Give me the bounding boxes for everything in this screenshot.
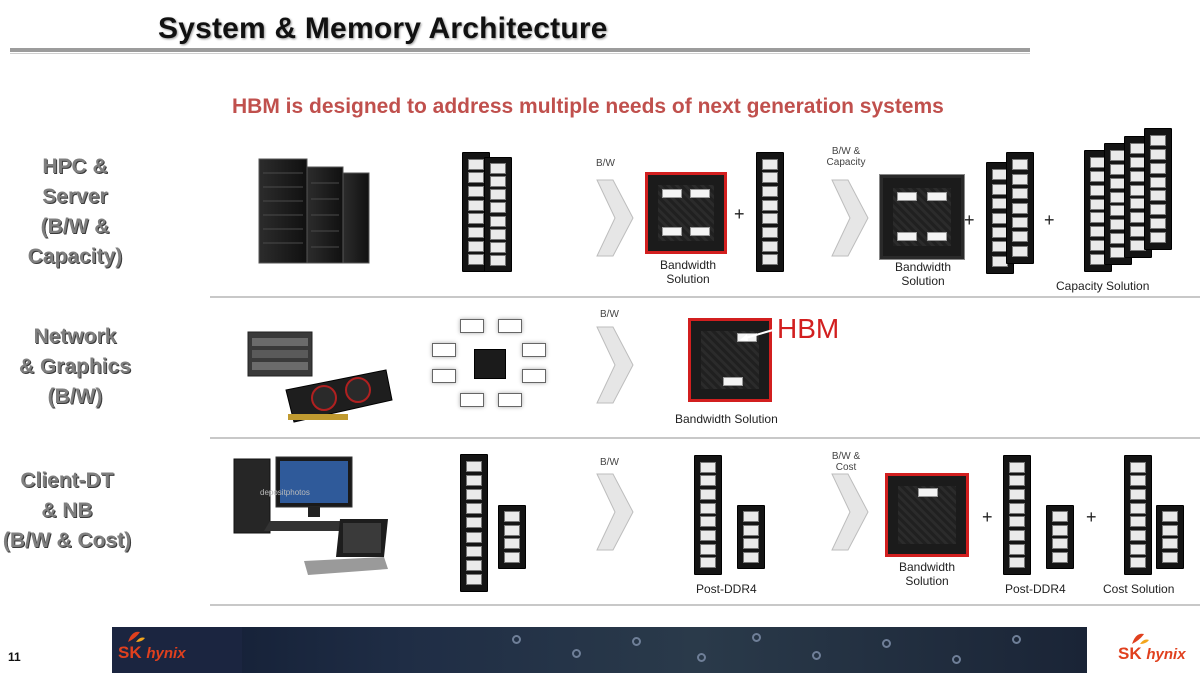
row-label-hpc: HPC & Server (B/W & Capacity): [0, 152, 150, 272]
arrow-label: B/W: [600, 309, 619, 320]
chip-with-memories-diagram: [428, 315, 552, 411]
logo-sk: SK: [1118, 644, 1142, 663]
capacity-solution-caption: Capacity Solution: [1056, 279, 1150, 293]
row-divider: [210, 604, 1200, 606]
caption-line: Solution: [666, 272, 710, 286]
chip-caption: Bandwidth Solution: [887, 560, 967, 588]
dimm-module: [986, 162, 1014, 274]
row-label-line: HPC &: [42, 155, 108, 178]
row-label-client: Client-DT & NB (B/W & Cost): [0, 466, 142, 556]
dimm-module: [1124, 455, 1152, 575]
dimm-module: [484, 157, 512, 272]
row-divider: [210, 296, 1200, 298]
chevron-right-icon: [831, 473, 869, 551]
caption-line: Solution: [901, 274, 945, 288]
dimm-module: [460, 454, 488, 592]
arrow-label-line: Capacity: [826, 157, 866, 168]
caption-line: Bandwidth: [894, 260, 952, 274]
post-ddr4-caption: Post-DDR4: [1005, 582, 1066, 596]
arrow-label-line: Cost: [835, 462, 857, 473]
arrow-label: B/W: [596, 158, 615, 169]
caption-line: Bandwidth: [898, 560, 956, 574]
desktop-laptop-image: depositphotos: [233, 456, 388, 575]
row-label-network: Network & Graphics (B/W): [0, 322, 150, 412]
plus-sign: +: [1044, 210, 1055, 230]
row-label-line: Network: [33, 325, 117, 348]
chip-caption: Bandwidth Solution: [883, 260, 963, 288]
sk-butterfly-icon: [128, 631, 145, 642]
row-label-line: Server: [42, 185, 108, 208]
server-rack-image: [258, 158, 370, 264]
arrow-label-line: B/W &: [831, 146, 861, 157]
plus-sign: +: [982, 507, 993, 527]
logo-hynix: hynix: [146, 645, 186, 662]
row-label-line: Capacity): [27, 245, 123, 268]
title-underline: [10, 48, 1030, 52]
plus-sign: +: [964, 210, 975, 230]
footer-banner: SK hynix: [112, 627, 1087, 673]
arrow-label: B/W: [600, 457, 619, 468]
row-divider: [210, 437, 1200, 439]
logo-hynix: hynix: [1146, 646, 1186, 663]
dimm-module: [1003, 455, 1031, 575]
chevron-right-icon: [596, 179, 634, 257]
dimm-module: [737, 505, 765, 569]
network-graphics-image: [247, 331, 393, 423]
cost-solution-caption: Cost Solution: [1103, 582, 1175, 596]
logo-sk: SK: [118, 643, 142, 662]
dimm-module: [1046, 505, 1074, 569]
watermark-text: depositphotos: [260, 488, 310, 497]
hbm-callout-label: HBM: [777, 313, 840, 344]
caption-line: Bandwidth: [659, 258, 717, 272]
chip-caption: Bandwidth Solution: [648, 258, 728, 286]
dimm-module: [1006, 152, 1034, 264]
dimm-module: [1156, 505, 1184, 569]
slide-title: System & Memory Architecture: [158, 12, 608, 45]
callout-arrow-icon: [740, 327, 781, 341]
row-label-line: (B/W & Cost): [2, 529, 132, 552]
arrow-label: B/W & Cost: [826, 451, 866, 473]
sk-butterfly-icon: [1132, 633, 1149, 644]
row-label-line: & Graphics: [18, 355, 132, 378]
chevron-right-icon: [596, 473, 634, 551]
bandwidth-solution-caption: Bandwidth Solution: [675, 412, 778, 426]
caption-line: Solution: [905, 574, 949, 588]
dimm-module: [694, 455, 722, 575]
chevron-right-icon: [596, 326, 634, 404]
dimm-module: [1144, 128, 1172, 250]
page-number: 11: [8, 650, 21, 664]
slide-subtitle: HBM is designed to address multiple need…: [232, 95, 944, 118]
soc-hbm-chip: [645, 172, 727, 254]
dimm-module: [498, 505, 526, 569]
soc-hbm-chip: [885, 473, 969, 557]
row-label-line: Client-DT: [20, 469, 114, 492]
chevron-right-icon: [831, 179, 869, 257]
row-label-line: (B/W): [47, 385, 103, 408]
plus-sign: +: [734, 204, 745, 224]
row-label-line: & NB: [41, 499, 93, 522]
row-label-line: (B/W &: [40, 215, 110, 238]
sk-hynix-logo: SK hynix: [1118, 644, 1186, 664]
arrow-label: B/W & Capacity: [826, 146, 866, 168]
soc-hbm-chip: [879, 174, 965, 260]
dimm-module: [756, 152, 784, 272]
plus-sign: +: [1086, 507, 1097, 527]
arrow-label-line: B/W &: [831, 451, 861, 462]
post-ddr4-caption: Post-DDR4: [696, 582, 757, 596]
soc-hbm-chip: [688, 318, 772, 402]
title-underline-thin: [10, 53, 1030, 54]
sk-hynix-logo: SK hynix: [118, 643, 186, 663]
